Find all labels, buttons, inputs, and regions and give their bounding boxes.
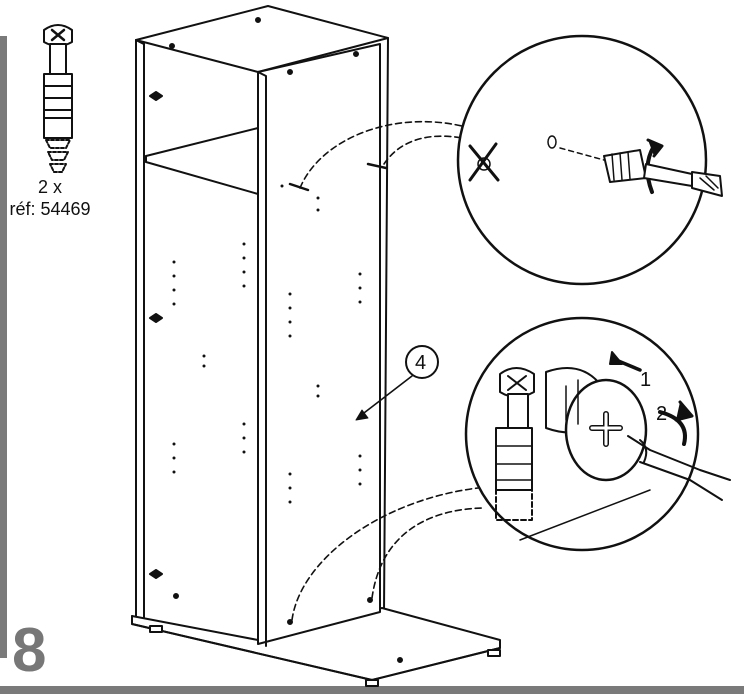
detail-circle-cam-lock: 1 2 [464,316,731,552]
push-arrow-icon [609,351,642,372]
hardware-reference: réf: 54469 [9,199,91,219]
cam-bolt-detail [495,367,535,521]
detail-circle-bolt-insertion [456,34,723,286]
cabinet-carcass [131,5,501,687]
step-number: 8 [12,616,47,685]
step-action-1-label: 1 [640,369,651,391]
hardware-quantity: 2 x [37,177,62,197]
screwdriver-icon [643,163,723,197]
page-bottom-border [0,686,744,694]
cross-mark-icon [468,142,500,182]
step-action-2-label: 2 [656,403,667,425]
cam-bolt-icon [43,24,73,173]
cam-lock-fitting [545,367,648,482]
page-left-border [0,36,7,658]
rotate-arrow-icon [658,400,694,446]
cam-bolt-position-marks [288,162,388,192]
shelf-pin-holes [172,184,362,504]
screwdriver-icon [627,435,731,501]
panel-number-label: 4 [415,352,426,374]
panel-callout: 4 [355,345,439,421]
